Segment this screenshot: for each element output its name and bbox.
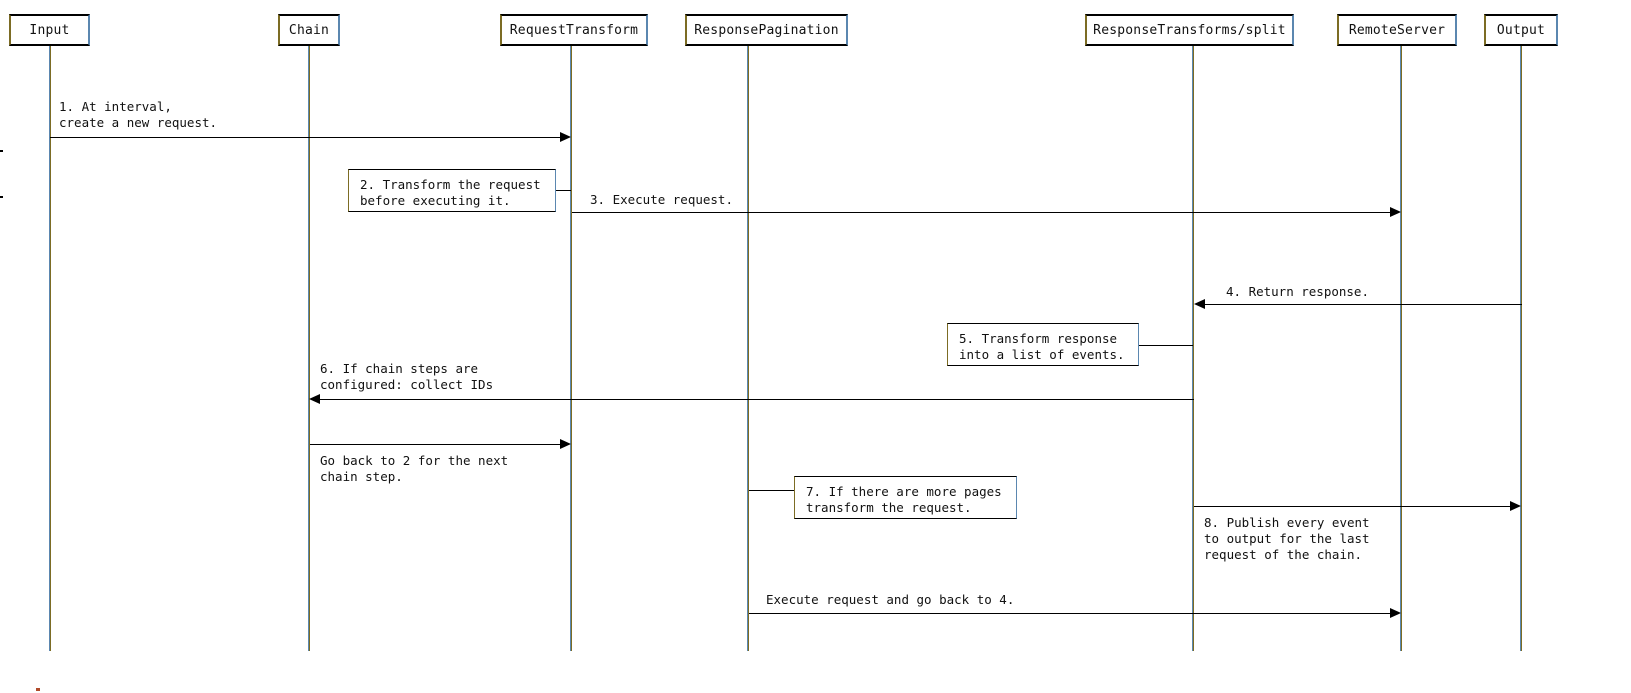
message-4-line: [1205, 304, 1522, 305]
message-8-line: [1194, 506, 1512, 507]
lifeline-request-transform: [570, 46, 572, 651]
message-goback2-label-line1: Go back to 2 for the next: [320, 453, 509, 468]
note-2-line1: 2. Transform the request: [360, 177, 541, 192]
participant-response-transforms-label: ResponseTransforms/split: [1093, 22, 1286, 38]
lifeline-response-transforms: [1192, 46, 1194, 651]
lifeline-chain: [308, 46, 310, 651]
left-edge-artifact: [0, 150, 3, 152]
note-2-stub: [555, 190, 571, 191]
message-goback2-label-line2: chain step.: [320, 469, 403, 484]
message-1-arrowhead-icon: [560, 132, 571, 142]
lifeline-remote-server: [1400, 46, 1402, 651]
note-7-line1: 7. If there are more pages: [806, 484, 1002, 499]
left-edge-artifact-2: [0, 196, 3, 198]
message-1-label-line2: create a new request.: [59, 115, 218, 130]
participant-response-pagination[interactable]: ResponsePagination: [685, 14, 848, 46]
participant-request-transform-label: RequestTransform: [509, 22, 639, 38]
participant-request-transform[interactable]: RequestTransform: [500, 14, 648, 46]
message-1-label-line1: 1. At interval,: [59, 99, 172, 114]
message-3-line: [572, 212, 1392, 213]
message-1-line: [50, 137, 562, 138]
message-exec-goback4-label: Execute request and go back to 4.: [766, 592, 1015, 607]
lifeline-output: [1520, 46, 1522, 651]
lifeline-response-pagination: [747, 46, 749, 651]
participant-output-label: Output: [1496, 22, 1546, 38]
message-4-arrowhead-icon: [1194, 299, 1205, 309]
participant-output[interactable]: Output: [1484, 14, 1558, 46]
message-3-arrowhead-icon: [1390, 207, 1401, 217]
message-8-label-line1: 8. Publish every event: [1204, 515, 1370, 530]
message-exec-goback4-arrowhead-icon: [1390, 608, 1401, 618]
message-8-label-line2: to output for the last: [1204, 531, 1370, 546]
message-6-line: [320, 399, 1194, 400]
note-7-line2: transform the request.: [806, 500, 972, 515]
participant-remote-server-label: RemoteServer: [1348, 22, 1446, 38]
note-2-line2: before executing it.: [360, 193, 511, 208]
participant-response-pagination-label: ResponsePagination: [694, 22, 839, 38]
note-5-line1: 5. Transform response: [959, 331, 1118, 346]
message-6-label-line1: 6. If chain steps are: [320, 361, 479, 376]
participant-input[interactable]: Input: [9, 14, 90, 46]
message-3-label: 3. Execute request.: [590, 192, 733, 207]
bottom-edge-artifact: [36, 688, 40, 691]
message-8-arrowhead-icon: [1510, 501, 1521, 511]
participant-remote-server[interactable]: RemoteServer: [1337, 14, 1457, 46]
message-goback2-line: [310, 444, 562, 445]
participant-response-transforms[interactable]: ResponseTransforms/split: [1085, 14, 1294, 46]
participant-chain-label: Chain: [288, 22, 330, 38]
message-goback2-arrowhead-icon: [560, 439, 571, 449]
participant-chain[interactable]: Chain: [278, 14, 340, 46]
note-5-stub: [1139, 345, 1193, 346]
message-8-label-line3: request of the chain.: [1204, 547, 1363, 562]
note-2[interactable]: 2. Transform the request before executin…: [348, 169, 556, 212]
note-5[interactable]: 5. Transform response into a list of eve…: [947, 323, 1139, 366]
note-7[interactable]: 7. If there are more pages transform the…: [794, 476, 1017, 519]
note-7-stub: [749, 490, 795, 491]
message-4-label: 4. Return response.: [1226, 284, 1369, 299]
message-6-arrowhead-icon: [309, 394, 320, 404]
participant-input-label: Input: [29, 22, 70, 38]
lifeline-input: [49, 46, 51, 651]
note-5-line2: into a list of events.: [959, 347, 1125, 362]
message-exec-goback4-line: [749, 613, 1392, 614]
message-6-label-line2: configured: collect IDs: [320, 377, 494, 392]
